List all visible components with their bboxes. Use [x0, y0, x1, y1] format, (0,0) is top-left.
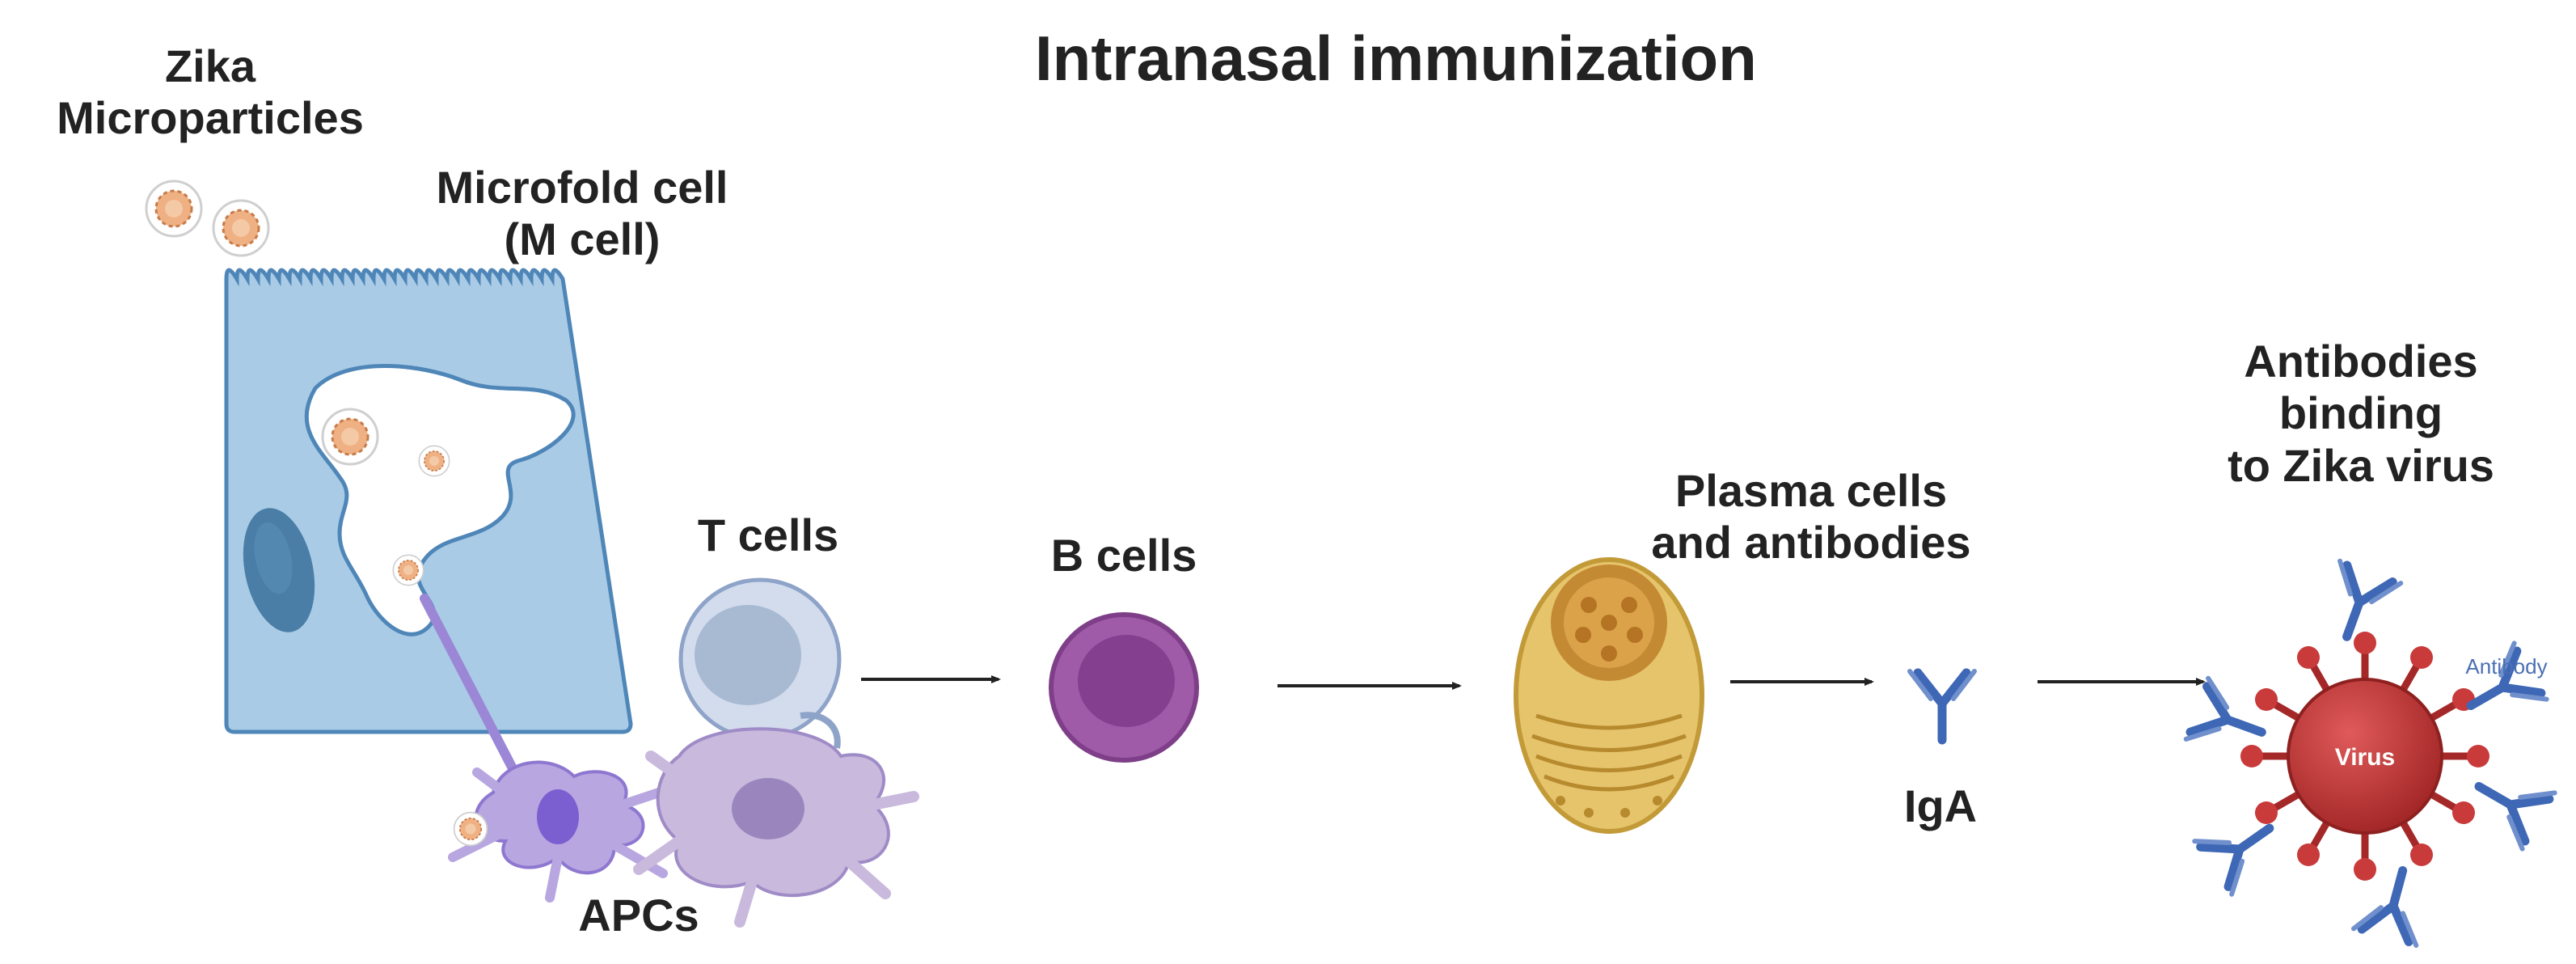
t-cells-label: T cells: [697, 509, 839, 560]
binding-label-line1: Antibodies: [2244, 336, 2478, 387]
plasma-label-line2: and antibodies: [1651, 517, 1971, 569]
binding-label-line3: to Zika virus: [2228, 439, 2494, 491]
zika-microparticle: [145, 180, 203, 238]
zika-label-line2: Microparticles: [57, 92, 364, 144]
m-cell: [224, 268, 633, 734]
antibody-label: Antibody: [2465, 654, 2548, 679]
zika-microparticle: [453, 811, 488, 847]
t-cell: [678, 577, 842, 749]
apcs-label: APCs: [578, 890, 699, 941]
binding-label-line2: binding: [2278, 387, 2443, 439]
iga-antibody: [1910, 671, 1974, 740]
diagram-title: Intranasal immunization: [1035, 23, 1757, 94]
plasma-label-line1: Plasma cells: [1674, 465, 1948, 516]
zika-microparticles-label: Zika Microparticles: [0, 40, 420, 145]
zika-microparticle: [212, 199, 270, 257]
apc-cell: [420, 594, 676, 903]
plasma-cell: [1514, 557, 1704, 834]
apc-cell-2: [633, 727, 919, 928]
plasma-cells-label: Plasma cells and antibodies: [1569, 465, 2054, 569]
zika-microparticle: [418, 445, 450, 477]
b-cell: [1049, 612, 1199, 763]
m-cell-label-line1: Microfold cell: [436, 162, 728, 213]
binding-label: Antibodies binding to Zika virus: [2167, 336, 2555, 492]
bound-antibody: [2463, 759, 2555, 849]
b-cells-label: B cells: [1050, 530, 1197, 581]
zika-microparticle: [321, 408, 379, 466]
zika-microparticle: [392, 554, 424, 586]
virus-label: Virus: [2335, 744, 2396, 771]
zika-virus: Virus: [2240, 632, 2489, 881]
zika-label-line1: Zika: [164, 40, 256, 91]
iga-label: IgA: [1903, 780, 1978, 831]
m-cell-label-line2: (M cell): [504, 214, 661, 265]
m-cell-label: Microfold cell (M cell): [372, 162, 792, 266]
